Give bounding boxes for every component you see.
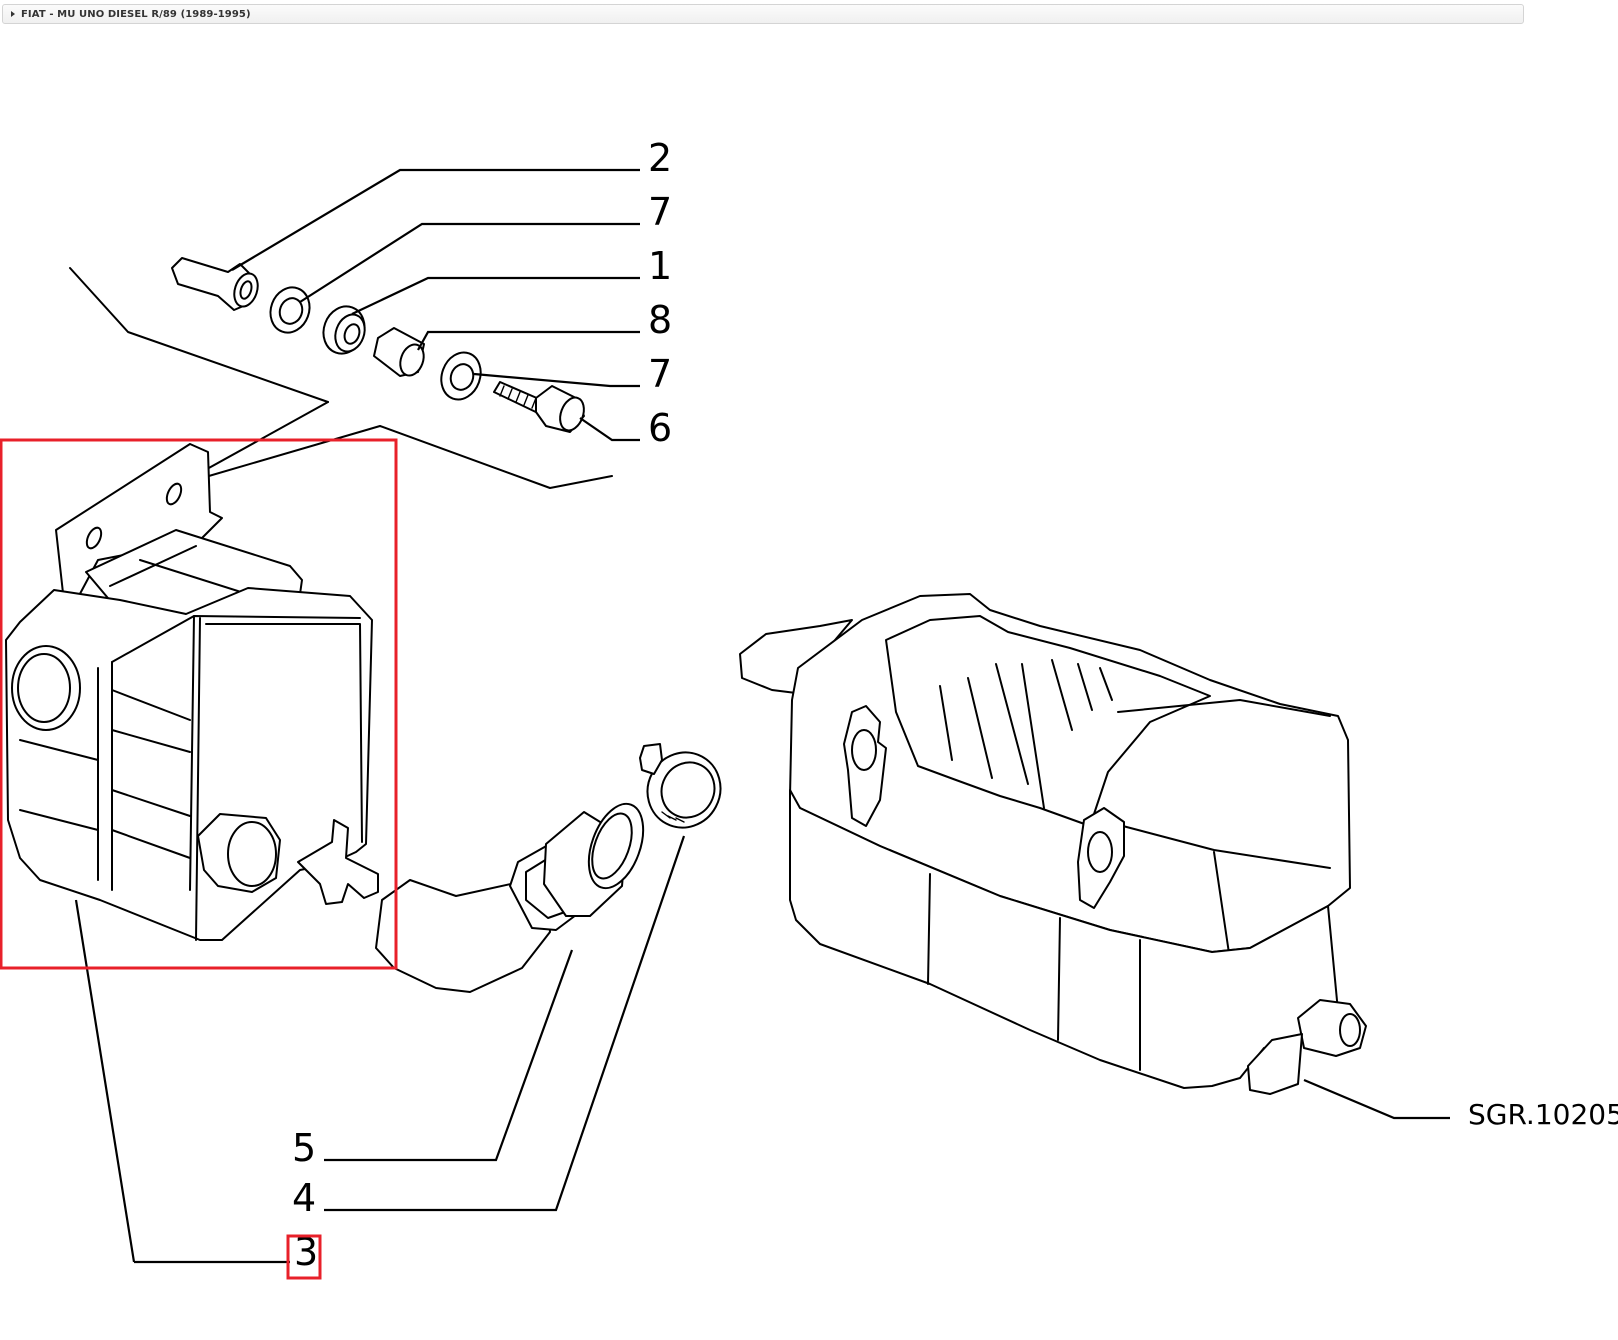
callout-2[interactable]: 2 <box>648 136 672 180</box>
part-8-spacer[interactable] <box>373 327 428 379</box>
callout-7-upper[interactable]: 7 <box>648 190 672 234</box>
breadcrumb[interactable]: FIAT - MU UNO DIESEL R/89 (1989-1995) <box>2 4 1524 24</box>
part-3-reservoir[interactable] <box>5 443 379 941</box>
callout-5[interactable]: 5 <box>292 1126 316 1170</box>
callout-7-lower[interactable]: 7 <box>648 352 672 396</box>
callout-6[interactable]: 6 <box>648 406 672 450</box>
part-2-fitting[interactable] <box>171 257 262 311</box>
part-1-grommet[interactable] <box>317 301 371 360</box>
breadcrumb-label: FIAT - MU UNO DIESEL R/89 (1989-1995) <box>21 8 251 20</box>
callout-4[interactable]: 4 <box>292 1176 316 1220</box>
leader-lines <box>74 168 1450 1264</box>
vehicle-body-outline <box>69 267 613 489</box>
part-7-washer-upper[interactable] <box>264 282 315 338</box>
callout-8[interactable]: 8 <box>648 298 672 342</box>
callout-1[interactable]: 1 <box>648 244 672 288</box>
selected-callout-highlight <box>286 1234 322 1280</box>
diagram-reference-code: SGR.10205 <box>1468 1098 1618 1131</box>
part-4-hose-clamp[interactable] <box>634 740 733 841</box>
main-housing-assembly <box>739 593 1367 1095</box>
part-6-bolt[interactable] <box>493 381 588 434</box>
part-5-hose[interactable] <box>375 796 654 993</box>
part-7-washer-lower[interactable] <box>435 347 487 405</box>
expand-arrow-icon <box>11 11 15 17</box>
selected-part-highlight <box>0 438 398 970</box>
